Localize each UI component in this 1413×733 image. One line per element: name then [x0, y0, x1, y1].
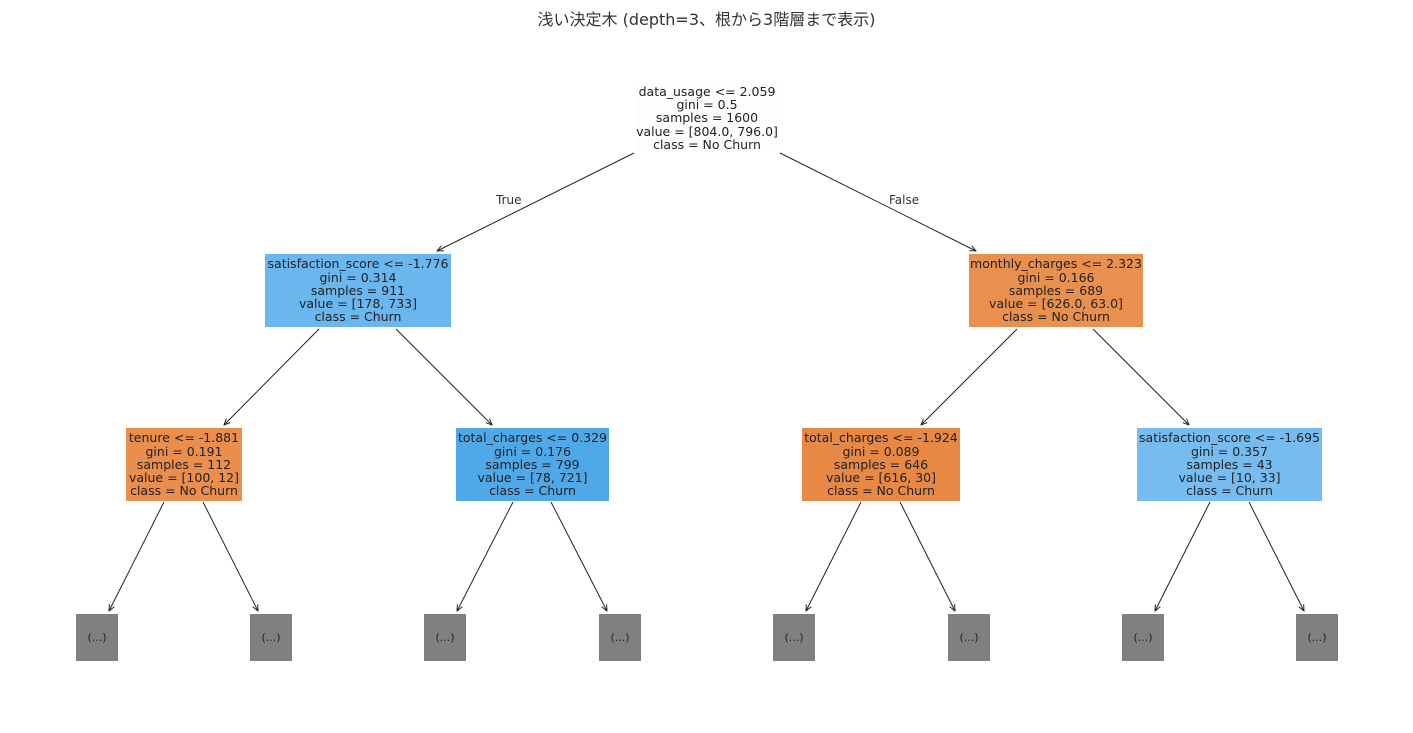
node-class: class = No Churn [130, 483, 238, 499]
edge-n4-t4 [550, 501, 607, 611]
node-gini: gini = 0.176 [493, 443, 571, 459]
node-samples: samples = 911 [310, 282, 406, 298]
edge-n2-n5 [921, 328, 1018, 425]
edge-label-true: True [496, 193, 522, 207]
node-value: value = [78, 721] [477, 470, 588, 486]
node-condition: total_charges <= 0.329 [457, 430, 608, 446]
node-samples: samples = 799 [485, 456, 580, 472]
diagram-title: 浅い決定木 (depth=3、根から3階層まで表示) [537, 10, 876, 29]
edge-n5-t5 [806, 501, 862, 611]
node-samples: samples = 43 [1186, 456, 1273, 472]
node-class: class = No Churn [653, 136, 761, 152]
node-value: value = [100, 12] [128, 470, 240, 486]
tree-node-n6: satisfaction_score <= -1.695 gini = 0.35… [1137, 428, 1322, 501]
node-value: value = [178, 733] [299, 296, 417, 312]
edge-n3-t2 [202, 501, 258, 611]
edge-n3-t1 [109, 501, 165, 611]
node-condition: monthly_charges <= 2.323 [970, 256, 1142, 272]
edge-n1-n3 [224, 328, 320, 425]
tree-node-n5: total_charges <= -1.924 gini = 0.089 sam… [802, 428, 960, 501]
edge-n6-t7 [1155, 501, 1211, 611]
tree-node-n2: monthly_charges <= 2.323 gini = 0.166 sa… [969, 254, 1143, 327]
node-samples: samples = 646 [833, 456, 929, 472]
node-samples: samples = 1600 [655, 110, 759, 126]
node-class: class = No Churn [1002, 309, 1110, 325]
node-samples: samples = 112 [136, 456, 232, 472]
truncated-node: (...) [424, 614, 466, 661]
node-condition: data_usage <= 2.059 [638, 83, 776, 99]
node-class: class = Churn [489, 483, 576, 499]
node-class: class = Churn [1186, 483, 1273, 499]
node-condition: satisfaction_score <= -1.695 [1139, 430, 1320, 446]
node-value: value = [616, 30] [825, 470, 937, 486]
node-gini: gini = 0.314 [319, 269, 397, 285]
node-value: value = [804.0, 796.0] [636, 123, 778, 139]
node-gini: gini = 0.5 [676, 97, 738, 113]
truncated-node: (...) [773, 614, 815, 661]
edge-n2-n6 [1092, 328, 1189, 425]
tree-node-n1: satisfaction_score <= -1.776 gini = 0.31… [265, 254, 451, 327]
node-class: class = No Churn [827, 483, 935, 499]
node-value: value = [626.0, 63.0] [989, 296, 1123, 312]
node-gini: gini = 0.191 [145, 443, 223, 459]
truncated-node: (...) [948, 614, 990, 661]
node-value: value = [10, 33] [1178, 470, 1281, 486]
node-gini: gini = 0.166 [1017, 269, 1095, 285]
node-gini: gini = 0.357 [1190, 443, 1268, 459]
edge-n4-t3 [457, 501, 514, 611]
node-condition: tenure <= -1.881 [128, 430, 240, 446]
node-condition: total_charges <= -1.924 [804, 430, 958, 446]
edge-root-n1 [437, 152, 635, 251]
node-gini: gini = 0.089 [842, 443, 920, 459]
node-condition: satisfaction_score <= -1.776 [267, 256, 449, 272]
truncated-node: (...) [250, 614, 292, 661]
edge-n6-t8 [1248, 501, 1304, 611]
truncated-node: (...) [1296, 614, 1338, 661]
edge-label-false: False [889, 193, 920, 207]
node-samples: samples = 689 [1008, 282, 1104, 298]
truncated-node: (...) [76, 614, 118, 661]
truncated-node: (...) [599, 614, 641, 661]
edge-n5-t6 [899, 501, 955, 611]
truncated-node: (...) [1122, 614, 1164, 661]
tree-node-n3: tenure <= -1.881 gini = 0.191 samples = … [126, 428, 242, 501]
edge-root-n2 [779, 152, 976, 251]
node-class: class = Churn [314, 309, 402, 325]
edge-n1-n4 [395, 328, 492, 425]
tree-node-root: data_usage <= 2.059 gini = 0.5 samples =… [636, 84, 778, 152]
tree-node-n4: total_charges <= 0.329 gini = 0.176 samp… [456, 428, 609, 501]
